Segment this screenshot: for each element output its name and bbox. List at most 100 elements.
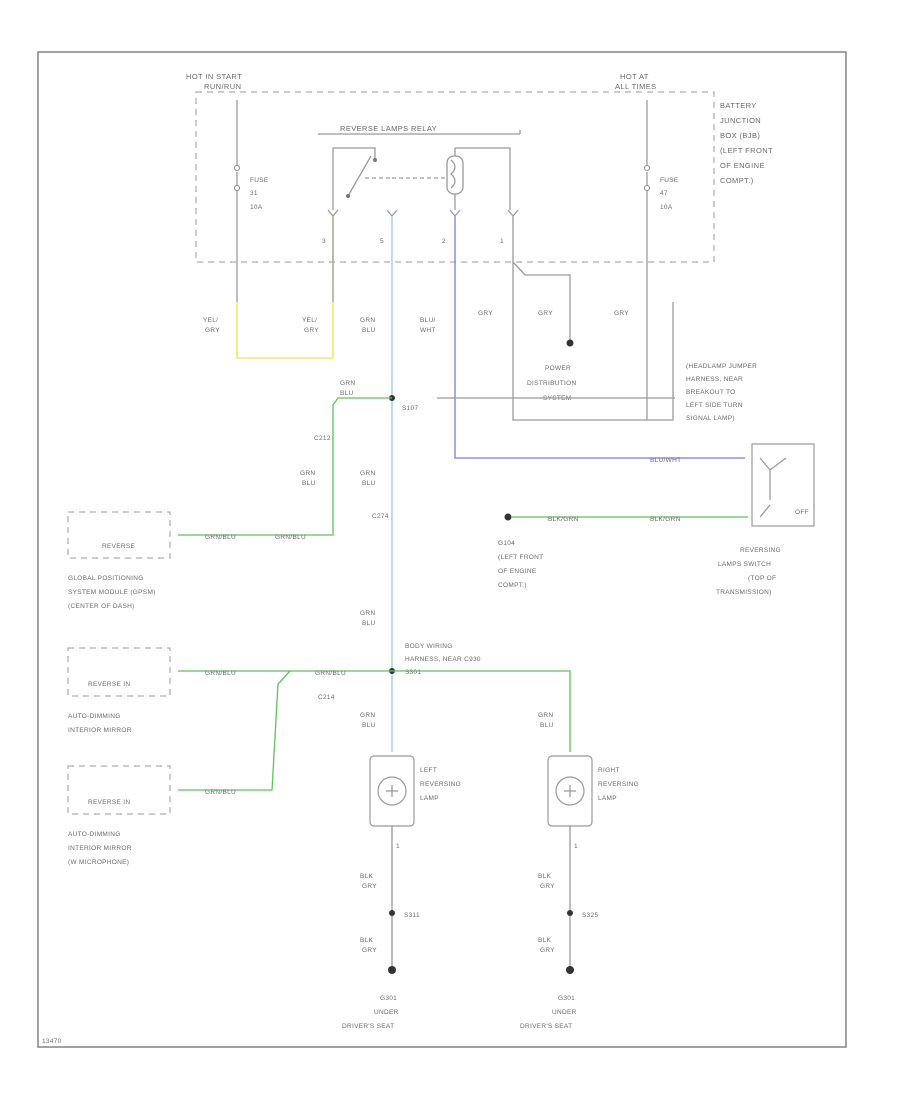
wire-label-yel-gry-2: YEL/ [302, 317, 317, 324]
wire-label-grn-blu-6: GRN [538, 712, 553, 719]
g104-wire-label-2: BLK/GRN [650, 516, 681, 523]
wire-label-yel-gry-1b: GRY [205, 327, 220, 334]
fuse-31 [234, 100, 240, 302]
left-reversing-lamp [369, 755, 415, 827]
fuse-47-number: 47 [660, 190, 668, 197]
wire-yel-gry [236, 216, 334, 359]
svg-text:HARNESS, NEAR: HARNESS, NEAR [686, 376, 743, 383]
splice-s311 [389, 910, 395, 916]
left-lamp-caption: LEFT REVERSING LAMP [420, 767, 461, 802]
wire-label-gry-3: GRY [614, 310, 629, 317]
mirror2-caption-b: INTERIOR MIRROR [68, 845, 132, 852]
svg-text:HARNESS, NEAR C930: HARNESS, NEAR C930 [405, 656, 481, 663]
mirror2-caption: AUTO-DIMMING [68, 831, 121, 838]
svg-text:BREAKOUT TO: BREAKOUT TO [686, 389, 736, 396]
mirror1-wire-label-1: GRN/BLU [205, 670, 236, 677]
wire-label-grn-blu-1b: BLU [362, 327, 376, 334]
svg-text:S301: S301 [405, 669, 421, 676]
fuse-31-number: 31 [250, 190, 258, 197]
svg-text:LEFT: LEFT [420, 767, 437, 774]
wire-label-blu-wht-2: BLU/WHT [650, 457, 681, 464]
mirror1-caption: AUTO-DIMMING [68, 713, 121, 720]
svg-text:LAMP: LAMP [598, 795, 617, 802]
wire-label-grn-blu-1: GRN [360, 317, 375, 324]
s107-label: S107 [402, 405, 418, 412]
g104-ground [504, 513, 512, 521]
c274-label: C274 [372, 513, 389, 520]
svg-text:POWER: POWER [545, 365, 571, 372]
ground-g301-right [566, 966, 574, 974]
g104-caption: G104 (LEFT FRONT OF ENGINE COMPT.) [498, 540, 543, 589]
svg-text:LAMP: LAMP [420, 795, 439, 802]
switch-caption: REVERSING LAMPS SWITCH (TOP OF TRANSMISS… [716, 547, 781, 596]
auto-dimming-mirror-2 [67, 765, 171, 815]
wire-label-blu-wht: BLU/ [420, 317, 436, 324]
gps-caption: GLOBAL POSITIONING SYSTEM MODULE (GPSM) … [68, 575, 156, 610]
pin-5-label: 5 [380, 238, 384, 245]
fuse-47-rating: 10A [660, 204, 673, 211]
right-reversing-lamp [547, 755, 593, 827]
wire-label-blu-wht-b: WHT [420, 327, 436, 334]
headlamp-jumper-caption: (HEADLAMP JUMPER HARNESS, NEAR BREAKOUT … [686, 363, 757, 422]
pd-ground-dot [566, 339, 574, 347]
s107-wire-label-b: BLU [340, 390, 354, 397]
svg-text:(LEFT FRONT: (LEFT FRONT [498, 554, 543, 561]
svg-text:BODY WIRING: BODY WIRING [405, 643, 453, 650]
mirror1-caption-b: INTERIOR MIRROR [68, 727, 132, 734]
c214-label: C214 [318, 694, 335, 701]
svg-text:REVERSING: REVERSING [598, 781, 639, 788]
g301-left-caption: G301 UNDER DRIVER'S SEAT [342, 995, 398, 1030]
ground-g301-left [388, 966, 396, 974]
wire-label-blk-gry-1: BLK [360, 873, 374, 880]
wire-label-blk-gry-3b: GRY [362, 947, 377, 954]
wire-label-grn-blu-6b: BLU [540, 722, 554, 729]
c212-label: C212 [314, 435, 331, 442]
svg-text:GLOBAL POSITIONING: GLOBAL POSITIONING [68, 575, 144, 582]
wire-label-blk-gry-4: BLK [538, 937, 552, 944]
gps-wire-label-1: GRN/BLU [205, 534, 236, 541]
mirror1-reverse-in: REVERSE IN [88, 681, 130, 688]
relay-pins [327, 209, 519, 218]
mirror2-wire-label: GRN/BLU [205, 789, 236, 796]
svg-text:TRANSMISSION): TRANSMISSION) [716, 589, 772, 596]
g301-right-caption: G301 UNDER DRIVER'S SEAT [520, 995, 577, 1030]
wire-label-grn-blu-4: GRN [360, 610, 375, 617]
pin-2-label: 2 [442, 238, 446, 245]
wire-label-grn-blu-4b: BLU [362, 620, 376, 627]
fuse-47-label: FUSE [660, 177, 679, 184]
s107-wire-label: GRN [340, 380, 355, 387]
gps-wire-label-2: GRN/BLU [275, 534, 306, 541]
diagram-frame [37, 51, 847, 1048]
svg-text:DRIVER'S SEAT: DRIVER'S SEAT [520, 1023, 572, 1030]
figure-code: 13470 [42, 1038, 62, 1045]
svg-text:SYSTEM MODULE (GPSM): SYSTEM MODULE (GPSM) [68, 589, 156, 596]
wire-grn-blu-mirror2 [178, 670, 291, 791]
svg-text:(CENTER OF DASH): (CENTER OF DASH) [68, 603, 135, 610]
splice-s325 [567, 910, 573, 916]
power-distribution-label: POWER DISTRIBUTION SYSTEM [527, 365, 576, 402]
svg-text:COMPT.): COMPT.) [498, 582, 527, 589]
hot-at-all-times-label-2: ALL TIMES [615, 82, 657, 91]
relay-switch [332, 147, 392, 210]
g104-wire-label-1: BLK/GRN [548, 516, 579, 523]
auto-dimming-mirror-1 [67, 647, 171, 697]
wire-grn-blu-gps [178, 397, 392, 536]
svg-text:JUNCTION: JUNCTION [720, 116, 761, 125]
svg-text:G301: G301 [558, 995, 575, 1002]
mirror2-caption-c: (W MICROPHONE) [68, 859, 129, 866]
hot-in-start-label-2: RUN/RUN [204, 82, 241, 91]
s325-label: S325 [582, 912, 598, 919]
svg-text:G301: G301 [380, 995, 397, 1002]
svg-text:LEFT SIDE TURN: LEFT SIDE TURN [686, 402, 743, 409]
right-lamp-caption: RIGHT REVERSING LAMP [598, 767, 639, 802]
svg-text:(LEFT FRONT: (LEFT FRONT [720, 146, 773, 155]
svg-text:G104: G104 [498, 540, 515, 547]
wire-grn-blu-right-lamp [392, 670, 571, 752]
relay-bracket [318, 130, 521, 135]
fuse-31-label: FUSE [250, 177, 269, 184]
svg-text:BOX (BJB): BOX (BJB) [720, 131, 760, 140]
svg-text:UNDER: UNDER [552, 1009, 577, 1016]
mirror1-wire-label-2: GRN/BLU [315, 670, 346, 677]
wire-label-blk-gry-3: BLK [360, 937, 374, 944]
